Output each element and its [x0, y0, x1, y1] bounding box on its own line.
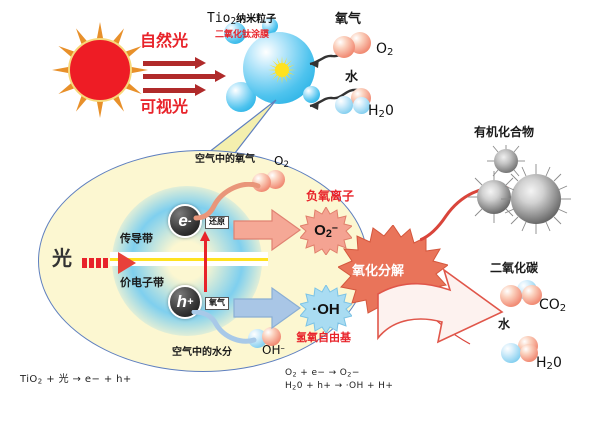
- air-o2-main: O: [274, 154, 284, 168]
- tio2-formula-sub: 2: [230, 16, 237, 28]
- co2-sub: 2: [559, 303, 567, 315]
- tio2-satellite-sphere-2: [262, 18, 278, 34]
- oxidation-block-arrow: [233, 286, 302, 330]
- reduction-box: 还原: [205, 216, 229, 229]
- oxygen-molecule-icon: [333, 32, 375, 58]
- hydroxyl-formula: ·OH: [312, 300, 340, 318]
- organic-compound-icon: [468, 145, 571, 234]
- eq2-a: H: [285, 381, 293, 391]
- h2o-out-main: H: [536, 355, 547, 371]
- eq1-c: −: [351, 368, 360, 378]
- tio2-formula-suffix: 纳米粒子: [236, 14, 277, 25]
- water-input-formula: H20: [368, 104, 394, 120]
- electron-symbol: e: [178, 211, 188, 230]
- sunlight-arrow-1: [143, 57, 206, 69]
- hydroxyl-burst: ·OH: [300, 285, 352, 333]
- equation-bottom-1: O2 + e− → O2−: [285, 368, 360, 378]
- equation-bottom-2: H20 + h+ → ·OH + H+: [285, 381, 393, 391]
- co2-label: 二氧化碳: [490, 261, 539, 275]
- oh-charge: –: [280, 343, 285, 354]
- superoxide-formula: O2–: [314, 222, 338, 241]
- sunlight-arrow-2: [143, 70, 226, 82]
- oxygen-input-formula: O2: [376, 42, 393, 58]
- h2o-sub: 2: [378, 109, 385, 121]
- superoxide-burst: O2–: [300, 207, 352, 255]
- h2o-out-tail: 0: [552, 355, 562, 371]
- hole-symbol: h: [176, 292, 187, 311]
- superoxide-main: O: [314, 222, 326, 240]
- hydroxyl-label: 氢氧自由基: [296, 332, 351, 344]
- tio2-satellite-sphere-4: [303, 86, 320, 103]
- h2o-out-sub: 2: [546, 361, 553, 373]
- oxidation-label: 氧化分解: [352, 263, 405, 278]
- valence-band-label: 价电子带: [120, 277, 164, 289]
- hole-to-water-path: [191, 310, 257, 344]
- air-oxygen-label: 空气中的氧气: [195, 154, 255, 165]
- air-moisture-label: 空气中的水分: [172, 347, 232, 358]
- eq1-sub2: 2: [347, 370, 352, 379]
- eq1-sub: 2: [292, 370, 297, 379]
- o2-sub: 2: [387, 47, 394, 59]
- eq1-b: + e− → O: [297, 368, 348, 378]
- natural-light-label: 自然光: [140, 33, 189, 50]
- oxygen-input-label: 氧气: [335, 11, 362, 26]
- hole-charge: +: [186, 296, 194, 308]
- superoxide-sub: 2: [325, 228, 332, 241]
- oh-main: OH: [262, 343, 281, 357]
- light-label: 光: [52, 248, 72, 270]
- eq1-a: O: [285, 368, 293, 378]
- electron-to-oxygen-path: [193, 182, 261, 221]
- tio2-formula-main: Tio: [207, 11, 231, 26]
- products-arrow: [377, 268, 504, 344]
- h2o-tail: 0: [384, 103, 394, 119]
- air-o2-sub: 2: [283, 159, 289, 170]
- tio2-satellite-sphere-1: [224, 22, 246, 44]
- organic-compound-label: 有机化合物: [474, 125, 535, 139]
- water-output-label: 水: [498, 317, 511, 331]
- tio2-coating-label: 二氧化钛涂膜: [215, 29, 270, 39]
- eq-left-b: + 光 → e− + h+: [42, 374, 132, 385]
- eq-left-sub: 2: [37, 376, 43, 386]
- reduction-block-arrow: [233, 208, 302, 252]
- excitation-arrow: [200, 231, 209, 292]
- water-output-molecule-icon: [500, 336, 544, 363]
- light-arrow: [82, 252, 136, 274]
- hole-carrier: h+: [168, 285, 202, 319]
- eq-left-a: TiO: [20, 374, 38, 385]
- oxygen-box: 氧气: [205, 297, 229, 310]
- o2-main: O: [376, 41, 388, 57]
- visible-light-label: 可视光: [140, 99, 189, 116]
- conduction-band-label: 传导带: [120, 233, 153, 245]
- inner-sun-icon: [268, 56, 296, 84]
- superoxide-charge: –: [331, 221, 338, 234]
- air-moisture-molecule-icon: [248, 327, 282, 349]
- eq2-sub: 2: [292, 383, 297, 392]
- water-input-label: 水: [345, 69, 359, 84]
- equation-left: TiO2 + 光 → e− + h+: [20, 370, 132, 386]
- eq2-b: 0 + h+ → ·OH + H+: [296, 381, 394, 391]
- water-molecule-icon: [333, 88, 379, 114]
- co2-molecule-icon: [500, 280, 542, 307]
- sun-icon: [52, 22, 148, 118]
- sunlight-arrow-3: [143, 84, 206, 96]
- electron-carrier: e-: [168, 204, 202, 238]
- air-oxygen-formula: O2: [274, 155, 289, 170]
- band-gap-line: [110, 258, 268, 261]
- air-moisture-formula: OH–: [262, 344, 285, 356]
- electron-charge: -: [187, 215, 192, 227]
- co2-main: CO: [539, 297, 560, 313]
- co2-formula: CO2: [539, 298, 566, 314]
- tio2-formula-label: Tio2纳米粒子: [207, 12, 276, 26]
- h2o-main: H: [368, 103, 379, 119]
- superoxide-label: 负氧离子: [306, 189, 355, 203]
- water-output-formula: H20: [536, 356, 562, 372]
